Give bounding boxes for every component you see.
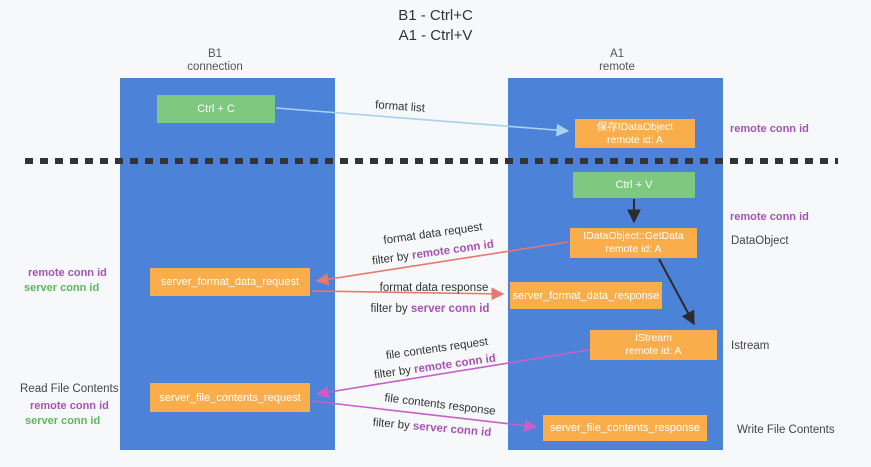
remote-conn-id-inline: remote conn id — [411, 238, 495, 262]
idataobject-getdata-box: IDataObject::GetData remote id: A — [570, 228, 697, 258]
title-line-2: A1 - Ctrl+V — [398, 27, 473, 44]
save-idataobject-line1: 保存IDataObject — [596, 120, 674, 133]
server-file-contents-response-box: server_file_contents_response — [543, 415, 707, 441]
server-file-contents-request-label: server_file_contents_request — [159, 391, 301, 404]
filter-by-text: filter by — [373, 363, 415, 382]
server-conn-id-annotation-left-2: server conn id — [25, 415, 101, 427]
server-file-contents-response-label: server_file_contents_response — [550, 422, 700, 434]
server-conn-id-annotation-left-1: server conn id — [24, 282, 100, 294]
left-column-name: B1 — [207, 48, 223, 60]
istream-annotation: Istream — [731, 340, 770, 352]
server-format-data-request-label: server_format_data_request — [160, 276, 300, 288]
file-contents-response-label: file contents response — [383, 392, 497, 418]
ctrl-v-label: Ctrl + V — [615, 179, 653, 191]
right-column-role: remote — [599, 61, 635, 73]
server-format-data-response-box: server_format_data_response — [510, 282, 662, 309]
file-contents-response-filter-label: filter by server conn id — [372, 417, 491, 439]
server-conn-id-inline: server conn id — [412, 420, 492, 440]
istream-line2: remote id: A — [625, 345, 682, 357]
server-file-contents-request-box: server_file_contents_request — [150, 383, 310, 412]
left-column-role: connection — [187, 61, 243, 73]
title-line-1: B1 - Ctrl+C — [398, 7, 473, 24]
ctrl-v-box: Ctrl + V — [573, 172, 695, 198]
remote-conn-id-annotation-top: remote conn id — [730, 123, 809, 135]
remote-conn-id-annotation-mid: remote conn id — [730, 211, 809, 223]
write-file-contents-annotation: Write File Contents — [737, 424, 835, 436]
diagram-title: B1 - Ctrl+C A1 - Ctrl+V — [0, 6, 871, 46]
format-data-response-label: format data response — [379, 282, 489, 294]
save-idataobject-box: 保存IDataObject remote id: A — [575, 119, 695, 148]
dataobject-annotation: DataObject — [731, 235, 789, 247]
format-list-label: format list — [374, 99, 426, 115]
save-idataobject-line2: remote id: A — [606, 133, 664, 146]
istream-box: IStream remote id: A — [590, 330, 717, 360]
ctrl-c-box: Ctrl + C — [157, 95, 275, 123]
server-format-data-response-label: server_format_data_response — [512, 289, 660, 302]
right-column-name: A1 — [609, 48, 625, 60]
server-format-data-request-box: server_format_data_request — [150, 268, 310, 296]
getdata-line2: remote id: A — [605, 243, 662, 255]
filter-by-text: filter by — [372, 416, 414, 433]
istream-line1: IStream — [635, 332, 672, 344]
ctrl-c-label: Ctrl + C — [197, 103, 235, 115]
server-conn-id-inline: server conn id — [410, 303, 490, 315]
filter-by-text: filter by — [371, 249, 413, 268]
getdata-line1: IDataObject::GetData — [583, 230, 684, 242]
read-file-contents-annotation: Read File Contents — [20, 383, 119, 395]
right-column-header: A1 remote — [547, 48, 687, 74]
remote-conn-id-annotation-left-1: remote conn id — [28, 267, 107, 279]
remote-conn-id-annotation-left-2: remote conn id — [30, 400, 109, 412]
left-column-header: B1 connection — [145, 48, 285, 74]
filter-by-text: filter by — [370, 303, 411, 315]
format-data-response-filter-label: filter by server conn id — [371, 303, 490, 315]
